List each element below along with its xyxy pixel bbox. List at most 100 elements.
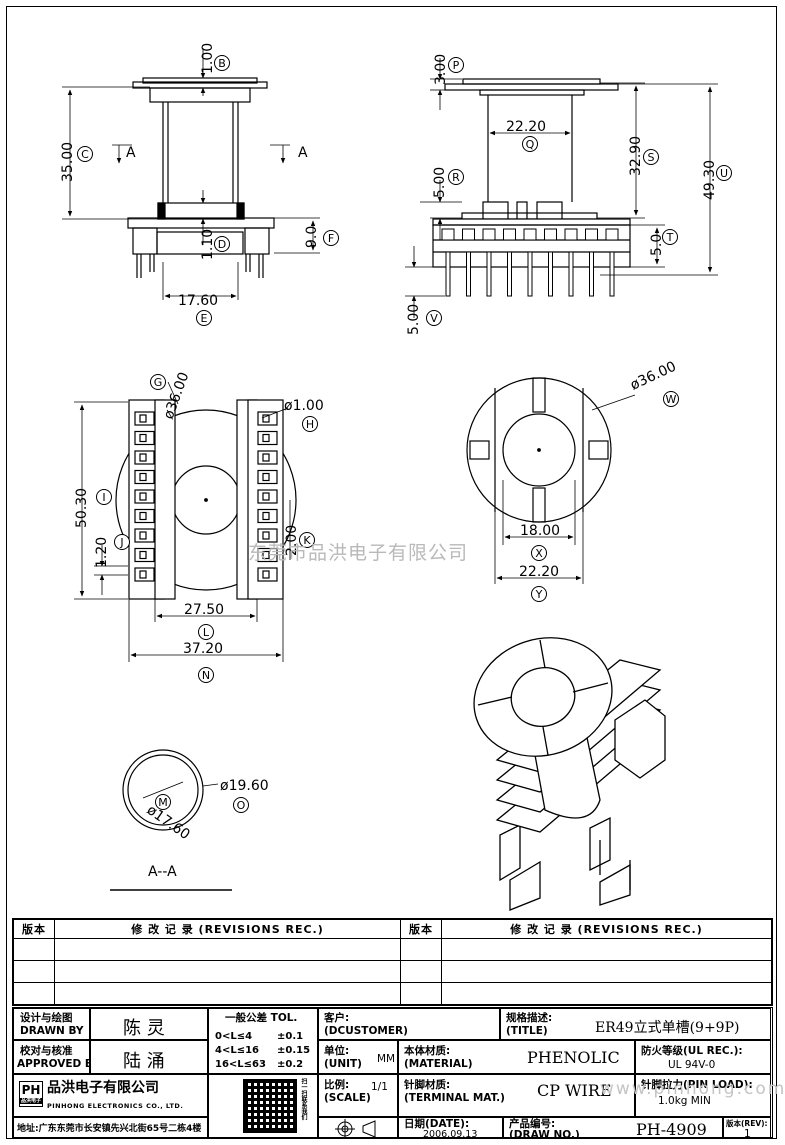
tol-value-3: ±0.2 — [277, 1059, 304, 1070]
material-label-en: (MATERIAL) — [404, 1058, 473, 1070]
pin — [482, 228, 496, 297]
callout-y: Y — [535, 588, 543, 601]
watermark-company: 东莞市品洪电子有限公司 — [248, 542, 469, 564]
material-label: 本体材质: — [404, 1045, 451, 1057]
company-cell: PH 品洪电子 品洪电子有限公司 PINHONG ELECTRONICS CO.… — [13, 1074, 208, 1117]
tol-range-1: 0<L≤4 — [215, 1031, 253, 1042]
pin-load-cell: 针脚拉力(PIN LOAD): 1.0kg MIN — [635, 1074, 771, 1117]
callout-u: U — [720, 167, 728, 180]
draw-no-label-en: (DRAW NO.) — [509, 1129, 580, 1139]
customer-label-en: (DCUSTOMER) — [324, 1025, 408, 1037]
pin — [441, 228, 455, 297]
pin-slot — [134, 450, 155, 465]
isometric-view — [473, 637, 666, 911]
pin — [523, 228, 537, 297]
company-name-cn: 品洪电子有限公司 — [47, 1080, 159, 1096]
callout-c-marker — [77, 146, 93, 162]
side-view-dims — [405, 58, 718, 318]
projection-cell — [318, 1117, 398, 1139]
logo-text: PH — [21, 1083, 41, 1097]
title-block: 设计与绘图 DRAWN BY 陈 灵 一般公差 TOL. 0<L≤4 ±0.1 … — [12, 1007, 773, 1139]
rev-record-header-2: 修 改 记 录 (REVISIONS REC.) — [441, 919, 772, 939]
dim-22-20-top: 22.20 — [506, 119, 546, 135]
tol-range-3: 16<L≤63 — [215, 1059, 266, 1070]
material-value: PHENOLIC — [527, 1048, 620, 1067]
tol-value-2: ±0.15 — [277, 1045, 311, 1056]
callout-r-marker — [448, 169, 464, 185]
rev-cell — [54, 982, 401, 1005]
designer-label-cell: 设计与绘图 DRAWN BY — [13, 1008, 90, 1040]
dim-3-00: 3.00 — [433, 54, 449, 85]
draw-no-label: 产品编号: — [509, 1118, 556, 1130]
callout-p-marker — [448, 57, 464, 73]
top-view — [466, 377, 612, 523]
pin — [503, 228, 516, 297]
callout-w-marker — [663, 391, 679, 407]
fire-value: UL 94V-0 — [668, 1059, 716, 1071]
dim-49-30: 49.30 — [702, 160, 718, 200]
pin-slot — [257, 567, 278, 582]
callout-m: M — [158, 796, 168, 809]
fire-label: 防火等级(UL REC.): — [641, 1045, 743, 1057]
callout-q-marker — [522, 136, 538, 152]
pin-slot — [134, 430, 155, 446]
dim-dia-36-00-w: ø36.00 — [628, 359, 679, 394]
title-cell: 规格描述: (TITLE) ER49立式单槽(9+9P) — [500, 1008, 771, 1040]
material-cell: 本体材质: (MATERIAL) PHENOLIC — [398, 1040, 635, 1074]
pin-slot — [257, 450, 278, 465]
approver-label: 校对与核准 — [20, 1045, 73, 1057]
date-label: 日期(DATE): — [404, 1118, 470, 1130]
rev-record-header: 修 改 记 录 (REVISIONS REC.) — [54, 919, 401, 939]
rev-cell — [54, 938, 401, 961]
callout-w: W — [666, 393, 677, 406]
rev-cell — [400, 960, 442, 983]
rev-cell: 版本(REV): 1 — [723, 1117, 771, 1139]
callout-e: E — [201, 312, 208, 325]
technical-drawing: 1.0035.001.109.017.603.0022.2032.9049.30… — [60, 43, 732, 911]
tol-range-2: 4<L≤16 — [215, 1045, 260, 1056]
rev-cell — [13, 960, 55, 983]
callout-s: S — [648, 151, 655, 164]
pin-load-label: 针脚拉力(PIN LOAD): — [641, 1079, 753, 1091]
approver-cell: 陆 涌 — [90, 1040, 208, 1074]
dim-50-30: 50.30 — [74, 488, 90, 528]
unit-label: 单位: — [324, 1045, 350, 1057]
callout-l: L — [203, 626, 210, 639]
terminal-cell: 针脚材质: (TERMINAL MAT.) CP WIRE — [398, 1074, 635, 1117]
dim-1-20: 1.20 — [94, 537, 110, 568]
tol-value-1: ±0.1 — [277, 1031, 304, 1042]
tolerance-label: 一般公差 TOL. — [225, 1012, 298, 1024]
callout-v-marker — [426, 310, 442, 326]
pin-slot — [134, 528, 155, 543]
callout-v: V — [430, 312, 438, 325]
callout-n: N — [202, 669, 210, 682]
dim-22-20-y: 22.20 — [519, 564, 559, 580]
pin-load-value: 1.0kg MIN — [658, 1095, 711, 1107]
callout-x-marker — [531, 545, 547, 561]
callout-d-marker — [214, 236, 230, 252]
dim-dia-1-00: ø1.00 — [284, 398, 324, 414]
dim-17-60: 17.60 — [178, 293, 218, 309]
pin-slot — [134, 411, 155, 426]
side-view-pins — [441, 228, 619, 297]
pin-slot — [257, 547, 278, 563]
dim-1-10: 1.10 — [200, 229, 216, 260]
pin-slot — [134, 567, 155, 582]
section-aa — [110, 749, 232, 891]
logo-sub: 品洪电子 — [20, 1098, 42, 1104]
approver-label-en: APPROVED BY — [17, 1058, 89, 1070]
unit-value: MM — [377, 1053, 396, 1065]
dim-dia-19-60: ø19.60 — [220, 778, 269, 794]
callout-k: K — [303, 534, 311, 547]
terminal-label: 针脚材质: — [404, 1079, 451, 1091]
callout-h: H — [306, 418, 314, 431]
dim-35-00: 35.00 — [60, 142, 76, 182]
company-name-en: PINHONG ELECTRONICS CO., LTD. — [47, 1102, 184, 1110]
callout-n-marker — [198, 667, 214, 683]
designer-label: 设计与绘图 — [20, 1012, 73, 1024]
pin-slot — [257, 430, 278, 446]
company-logo: PH 品洪电子 — [19, 1081, 43, 1107]
callout-o-marker — [233, 797, 249, 813]
rev-cell — [441, 982, 772, 1005]
rev-value: 1 — [744, 1128, 751, 1139]
